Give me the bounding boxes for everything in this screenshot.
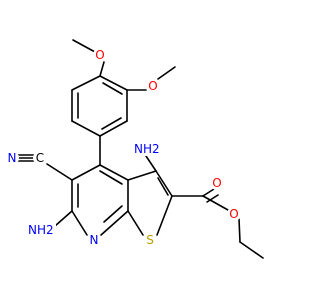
ester-c-o bbox=[202, 195, 229, 211]
cyano-nitrogen-label: N bbox=[8, 151, 17, 165]
methoxy-top-methyl-bond bbox=[72, 39, 96, 53]
pyridine-double-1 bbox=[99, 170, 123, 185]
pyridine-nitrogen-label: N bbox=[90, 233, 99, 247]
amino-6-group: NH2 bbox=[28, 223, 56, 237]
ester-co-b bbox=[206, 194, 219, 203]
methoxy-top-oxygen: O bbox=[93, 48, 107, 62]
phenyl-double-2 bbox=[101, 117, 122, 130]
phenyl-bond-4 bbox=[71, 120, 101, 137]
ester-ch2-ch3 bbox=[239, 241, 264, 259]
methoxy-right-methyl-bond bbox=[157, 66, 176, 80]
pyridine-c7a-n bbox=[100, 210, 129, 236]
amino-3-group: NH2 bbox=[134, 142, 162, 156]
pyridine-nitrogen: N bbox=[87, 233, 101, 247]
methoxy-top-oxygen-label: O bbox=[95, 48, 104, 62]
ester-carbonyl-oxygen: O bbox=[210, 176, 224, 190]
cyano-group: N C bbox=[5, 151, 47, 165]
thiophene-sulfur: S bbox=[143, 233, 157, 247]
methoxy-right-oxygen-label: O bbox=[148, 79, 157, 93]
thio-c3-c2 bbox=[155, 170, 173, 197]
methoxy-right-oxygen: O bbox=[146, 79, 160, 93]
ester-oxygen: O bbox=[227, 207, 241, 221]
atom-label-layer: O O N C NH2 NH2 bbox=[5, 48, 241, 247]
thio-c2-s bbox=[156, 195, 173, 236]
pyridine-n-c6 bbox=[71, 210, 88, 236]
thio-s-c7a bbox=[127, 210, 144, 236]
ester-carbonyl-oxygen-label: O bbox=[212, 176, 221, 190]
amino3-bond bbox=[145, 155, 157, 172]
molecule-diagram: O O N C NH2 NH2 bbox=[5, 39, 264, 259]
amino-3-label: NH2 bbox=[134, 142, 160, 156]
cyano-c5-c bbox=[46, 163, 73, 181]
bond-layer bbox=[17, 39, 264, 259]
pyridine-c4-c4a bbox=[99, 164, 129, 181]
phenyl-double-1 bbox=[102, 82, 123, 95]
amino-6-text: NH2 bbox=[28, 223, 54, 237]
phenyl-bond-1 bbox=[99, 75, 128, 91]
amino-6-label: NH2 bbox=[28, 223, 54, 237]
ester-oxygen-label: O bbox=[229, 207, 238, 221]
ester-o-ch2 bbox=[238, 218, 241, 243]
pyridine-double-2 bbox=[103, 205, 123, 223]
thio-c4a-c3 bbox=[127, 170, 157, 181]
phenyl-bond-3 bbox=[99, 120, 128, 137]
phenyl-bond-6 bbox=[71, 75, 101, 91]
amino-3-text: NH2 bbox=[134, 142, 160, 156]
thiophene-sulfur-label: S bbox=[146, 233, 154, 247]
cyano-carbon-label: C bbox=[36, 151, 44, 165]
methoxy-top-o-ring-bond bbox=[99, 61, 105, 77]
ester-co-a bbox=[202, 188, 215, 197]
thio-double-1 bbox=[157, 177, 169, 196]
amino6-bond bbox=[54, 210, 73, 227]
pyridine-c5-c4 bbox=[71, 164, 101, 181]
